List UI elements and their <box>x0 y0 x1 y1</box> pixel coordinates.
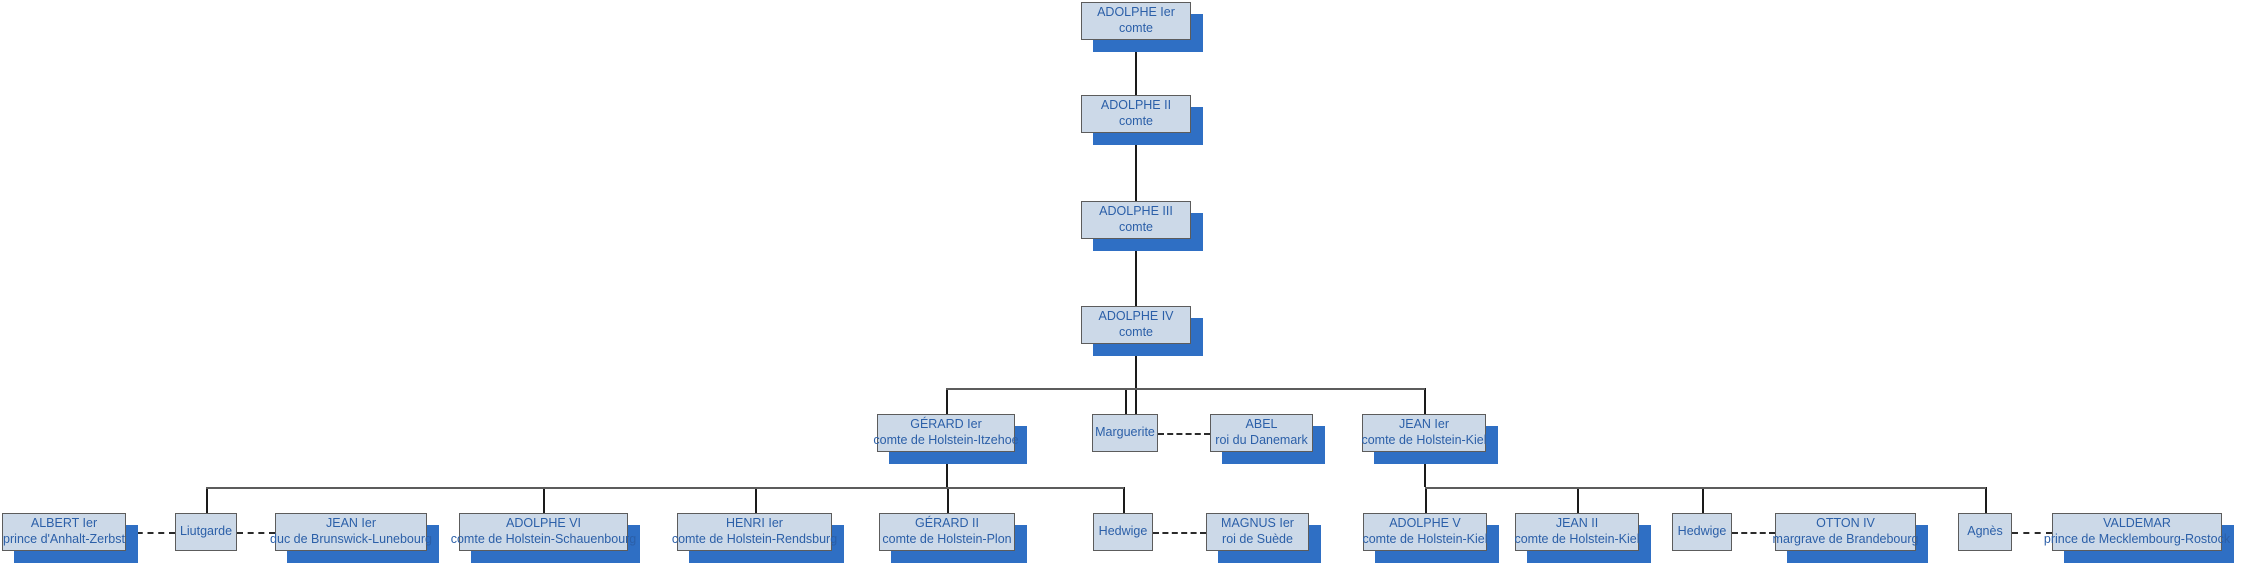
marriage-link-hedwige1-magnus1 <box>1153 532 1206 534</box>
person-title: duc de Brunswick-Lunebourg <box>270 532 432 546</box>
connector-drop-jean2 <box>1577 487 1579 513</box>
person-name: Liutgarde <box>179 524 233 539</box>
person-name: ADOLPHE V <box>1389 516 1461 531</box>
person-name: ADOLPHE III <box>1099 204 1173 219</box>
connector-drop-adolphe5 <box>1425 487 1427 513</box>
person-title: comte de Holstein-Kiel <box>1361 433 1487 447</box>
marriage-link-hedwige2-otton4 <box>1732 532 1775 534</box>
connector-drop-henri1 <box>755 487 757 513</box>
connector-drop-liutgarde <box>206 487 208 513</box>
person-node-agnes[interactable]: Agnès <box>1958 513 2012 551</box>
person-title: roi du Danemark <box>1215 433 1308 447</box>
person-name: JEAN II <box>1555 516 1599 531</box>
person-name: ALBERT Ier <box>30 516 98 531</box>
person-title: comte de Holstein-Kiel <box>1514 532 1640 546</box>
connector-adolphe3-to-adolphe4 <box>1135 239 1137 306</box>
connector-drop-agnes <box>1985 487 1987 513</box>
person-name: JEAN Ier <box>325 516 376 531</box>
person-name: HENRI Ier <box>726 516 783 531</box>
person-title: roi de Suède <box>1222 532 1293 546</box>
person-title: comte <box>1118 220 1154 234</box>
person-node-hedwige1[interactable]: Hedwige <box>1093 513 1153 551</box>
person-title: comte <box>1118 114 1154 128</box>
person-node-hedwige2[interactable]: Hedwige <box>1672 513 1732 551</box>
person-title: comte de Holstein-Kiel <box>1362 532 1488 546</box>
person-name: ADOLPHE II <box>1100 98 1172 113</box>
connector-adolphe1-to-adolphe2 <box>1135 40 1137 95</box>
person-title: prince de Mecklembourg-Rostock <box>2043 532 2231 546</box>
person-name: Hedwige <box>1098 524 1148 539</box>
connector-drop-hedwige2 <box>1702 487 1704 513</box>
connector-gerard1-children-bar <box>206 487 1124 489</box>
person-title: comte <box>1118 325 1154 339</box>
person-name: ADOLPHE IV <box>1098 309 1174 324</box>
connector-drop-gerard2 <box>947 487 949 513</box>
person-name: ADOLPHE Ier <box>1097 5 1175 20</box>
connector-drop-gerard1 <box>946 388 948 414</box>
connector-jean1kiel-down <box>1424 452 1426 487</box>
person-name: ADOLPHE VI <box>505 516 582 531</box>
marriage-link-albert1-liutgarde <box>126 532 175 534</box>
person-title: comte de Holstein-Schauenbourg <box>450 532 637 546</box>
person-node-liutgarde[interactable]: Liutgarde <box>175 513 237 551</box>
person-title: comte de Holstein-Itzehoe <box>873 433 1019 447</box>
person-name: VALDEMAR <box>2103 516 2171 531</box>
connector-drop-marguerite <box>1125 388 1127 414</box>
person-name: Hedwige <box>1677 524 1727 539</box>
marriage-link-marguerite-abel <box>1158 433 1210 435</box>
connector-adolphe4-children-bar <box>946 388 1425 390</box>
person-title: comte de Holstein-Rendsburg <box>671 532 838 546</box>
person-name: MAGNUS Ier <box>1221 516 1294 531</box>
person-name: ABEL <box>1245 417 1278 432</box>
person-title: prince d'Anhalt-Zerbst <box>3 532 125 546</box>
person-name: Agnès <box>1967 524 2003 539</box>
connector-drop-hedwige1 <box>1123 487 1125 513</box>
connector-adolphe4-down <box>1135 344 1137 414</box>
person-name: JEAN Ier <box>1398 417 1449 432</box>
connector-gerard1-down <box>946 452 948 487</box>
connector-adolphe2-to-adolphe3 <box>1135 133 1137 201</box>
person-node-marguerite[interactable]: Marguerite <box>1092 414 1158 452</box>
person-name: GÉRARD II <box>915 516 979 531</box>
connector-drop-adolphe6 <box>543 487 545 513</box>
person-name: GÉRARD Ier <box>910 417 982 432</box>
person-name: Marguerite <box>1095 425 1155 440</box>
connector-drop-jean1kiel <box>1424 388 1426 414</box>
person-title: margrave de Brandebourg <box>1772 532 1919 546</box>
person-title: comte <box>1118 21 1154 35</box>
person-name: OTTON IV <box>1816 516 1875 531</box>
marriage-link-liutgarde-jean1brunswick <box>237 532 275 534</box>
connector-jean1kiel-children-bar <box>1425 487 1986 489</box>
marriage-link-agnes-valdemar <box>2012 532 2052 534</box>
person-title: comte de Holstein-Plon <box>882 532 1012 546</box>
